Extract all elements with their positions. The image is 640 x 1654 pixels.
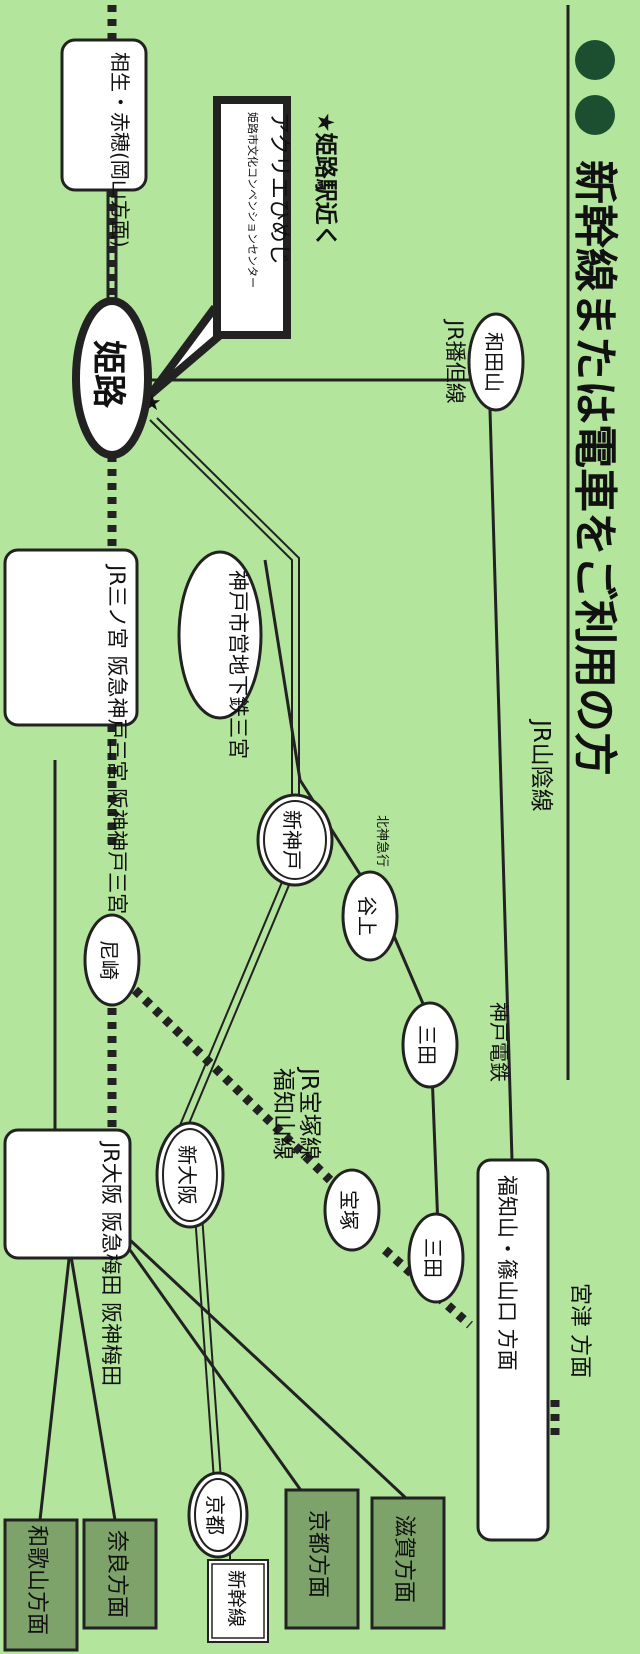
hub-sannomiya: JR三ノ宮 阪急神戸三宮 阪神神戸三宮 — [3, 548, 139, 914]
station-sanda-jr: 三田 — [407, 1212, 465, 1304]
direction-kyoto: 京都方面 — [284, 1488, 360, 1630]
line-label-sanin: JR山陰線 — [528, 718, 554, 812]
svg-text:新幹線: 新幹線 — [225, 1570, 247, 1627]
svg-text:和歌山方面: 和歌山方面 — [24, 1525, 49, 1635]
line-label-hokushin: 北神急行 — [374, 815, 389, 867]
hub-aioi-ako: 相生・赤穂(岡山方面) — [60, 38, 148, 248]
station-wadayama: 和田山 — [467, 312, 525, 412]
direction-shiga: 滋賀方面 — [370, 1496, 446, 1630]
svg-text:新大阪: 新大阪 — [175, 1145, 199, 1205]
face-icon — [575, 95, 615, 135]
destination-marker: ★姫路駅近く — [312, 112, 339, 248]
dotted-lines — [107, 5, 560, 1435]
svg-text:京都方面: 京都方面 — [305, 1510, 330, 1598]
shinkansen-label: 新幹線 — [207, 1559, 269, 1643]
svg-text:三田: 三田 — [415, 1025, 439, 1065]
svg-text:JR三ノ宮 阪急神戸三宮 阪神神戸三宮: JR三ノ宮 阪急神戸三宮 阪神神戸三宮 — [105, 563, 129, 914]
station-kyoto: 京都 — [187, 1471, 249, 1559]
station-amagasaki: 尼崎 — [83, 913, 141, 1007]
svg-text:奈良方面: 奈良方面 — [104, 1530, 129, 1618]
face-icon — [575, 40, 615, 80]
hub-fukuchiyama-sasayama: 福知山・篠山口 方面 — [476, 1158, 550, 1542]
station-tanigami: 谷上 — [341, 870, 399, 962]
svg-text:姫路: 姫路 — [88, 340, 128, 409]
svg-text:福知山・篠山口 方面: 福知山・篠山口 方面 — [495, 1175, 519, 1371]
svg-text:JR大阪 阪急梅田 阪神梅田: JR大阪 阪急梅田 阪神梅田 — [99, 1140, 123, 1386]
venue-name: アクリエひめじ — [266, 112, 291, 265]
station-takarazuka: 宝塚 — [323, 1168, 381, 1252]
direction-nara: 奈良方面 — [82, 1518, 158, 1630]
svg-text:神戸市営地下鉄三宮: 神戸市営地下鉄三宮 — [226, 570, 250, 759]
line-label-takarazuka: JR宝塚線 — [296, 1066, 322, 1160]
hub-osaka: JR大阪 阪急梅田 阪神梅田 — [3, 1128, 132, 1386]
page-title: 新幹線または電車をご利用の方 — [569, 160, 620, 776]
svg-text:新神戸: 新神戸 — [280, 810, 304, 870]
svg-text:相生・赤穂(岡山方面): 相生・赤穂(岡山方面) — [108, 52, 132, 248]
direction-wakayama: 和歌山方面 — [3, 1518, 79, 1652]
svg-text:尼崎: 尼崎 — [97, 940, 121, 980]
svg-text:京都: 京都 — [203, 1495, 227, 1535]
station-kobe-subway: 神戸市営地下鉄三宮 — [177, 550, 263, 759]
station-sanda-kobe-dentetsu: 三田 — [401, 1001, 459, 1089]
svg-text:宝塚: 宝塚 — [337, 1190, 361, 1230]
title-group: 新幹線または電車をご利用の方 — [569, 40, 620, 776]
line-label-bantan: JR播但線 — [443, 318, 467, 404]
line-label-fukuchiyama: 福知山線 — [270, 1068, 296, 1160]
direction-miyazu: 宮津 方面 — [567, 1283, 592, 1378]
station-himeji: 姫路 — [72, 297, 152, 459]
line-label-kobe-dentetsu: 神戸電鉄 — [487, 1002, 511, 1082]
venue-full-name: 姫路市文化コンベンションセンター — [246, 112, 260, 288]
station-shin-osaka: 新大阪 — [155, 1121, 225, 1229]
destination-callout: ★姫路駅近く 姫路市文化コンベンションセンター アクリエひめじ — [146, 96, 339, 399]
svg-text:滋賀方面: 滋賀方面 — [391, 1515, 416, 1603]
svg-text:三田: 三田 — [421, 1238, 445, 1278]
station-shin-kobe: 新神戸 — [256, 793, 334, 887]
svg-text:谷上: 谷上 — [355, 896, 379, 936]
svg-text:和田山: 和田山 — [482, 332, 506, 392]
